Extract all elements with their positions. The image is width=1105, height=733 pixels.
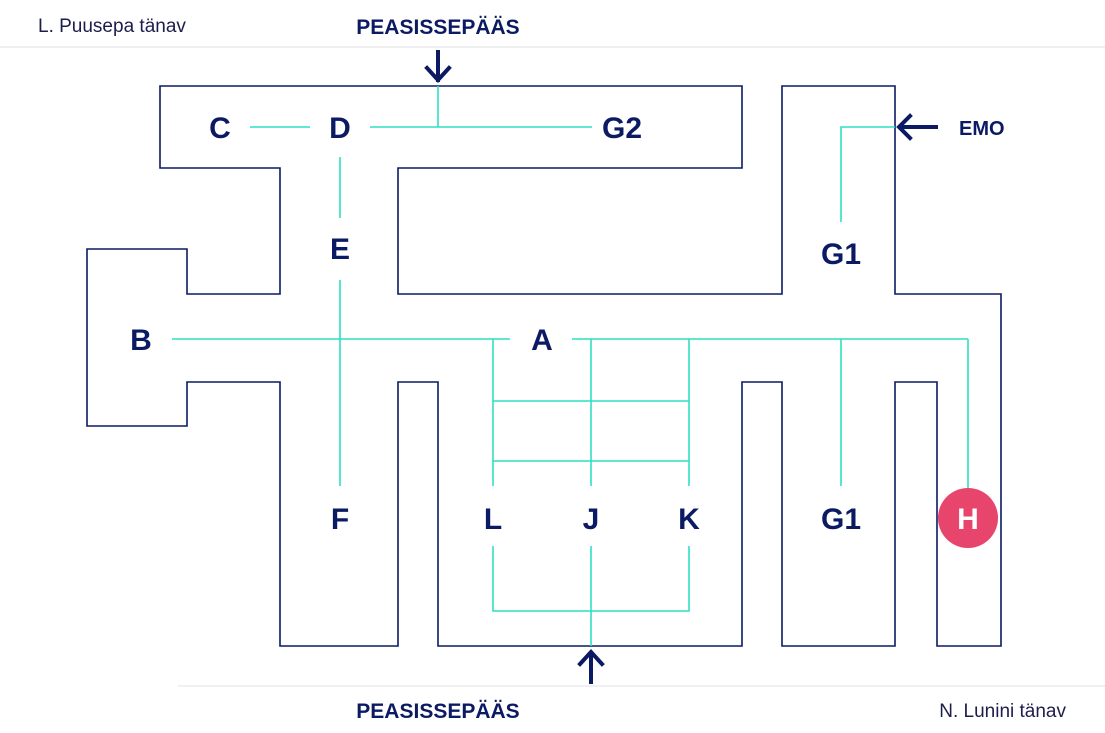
building-j[interactable]: J (583, 503, 600, 536)
building-labels: C D G2 E G1 B A F L J K G1 (130, 112, 861, 536)
emergency-entrance-label: EMO (959, 118, 1005, 140)
building-k[interactable]: K (678, 503, 700, 536)
building-b[interactable]: B (130, 324, 152, 357)
building-e[interactable]: E (330, 233, 350, 266)
building-l[interactable]: L (484, 503, 502, 536)
highlight-circle (938, 488, 998, 548)
building-h-marker[interactable]: H (938, 488, 998, 548)
street-label-top: L. Puusepa tänav (38, 16, 186, 37)
corridor-paths (172, 86, 969, 646)
arrow-left-icon (896, 113, 938, 141)
building-g1-lower[interactable]: G1 (821, 503, 861, 536)
arrow-down-icon (424, 50, 452, 83)
arrow-up-icon (577, 649, 605, 684)
building-d[interactable]: D (329, 112, 351, 145)
building-h[interactable]: H (957, 503, 979, 536)
path-emo-g1 (840, 126, 895, 222)
building-g1-upper[interactable]: G1 (821, 238, 861, 271)
street-label-bottom: N. Lunini tänav (939, 701, 1066, 722)
main-entrance-bottom-label: PEASISSEPÄÄS (356, 700, 519, 723)
building-a[interactable]: A (531, 324, 553, 357)
building-g2[interactable]: G2 (602, 112, 642, 145)
building-f[interactable]: F (331, 503, 349, 536)
building-outlines (86, 85, 1002, 647)
outline-cdg2-wing (86, 85, 1002, 647)
main-entrance-top-label: PEASISSEPÄÄS (356, 16, 519, 39)
building-c[interactable]: C (209, 112, 231, 145)
